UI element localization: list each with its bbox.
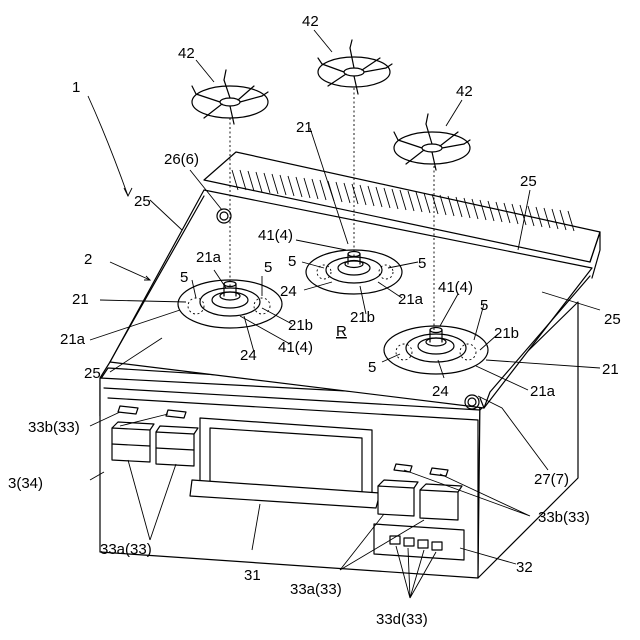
label-25-side: 25 [604, 311, 621, 328]
label-21a-center: 21a [398, 291, 424, 308]
label-21b-right: 21b [494, 325, 519, 342]
label-5-r1: 5 [480, 297, 488, 314]
label-33a-right: 33a(33) [290, 581, 342, 598]
label-21-left: 21 [72, 291, 89, 308]
label-21a-right: 21a [530, 383, 556, 400]
label-42-center: 42 [302, 13, 319, 30]
burner-right [384, 326, 488, 374]
label-31: 31 [244, 567, 261, 584]
burner-center [306, 250, 402, 294]
label-41-right: 41(4) [438, 279, 473, 296]
trivet-left [192, 70, 268, 124]
trivet-right [394, 114, 470, 170]
label-33b-left: 33b(33) [28, 419, 80, 436]
label-21-center: 21 [296, 119, 313, 136]
label-24-center: 24 [280, 283, 297, 300]
label-32: 32 [516, 559, 533, 576]
label-33d: 33d(33) [376, 611, 428, 628]
label-R: R [336, 323, 347, 340]
label-21-right: 21 [602, 361, 619, 378]
label-42-left: 42 [178, 45, 195, 62]
label-41-center: 41(4) [258, 227, 293, 244]
label-25-left: 25 [134, 193, 151, 210]
label-27: 27(7) [534, 471, 569, 488]
label-26: 26(6) [164, 151, 199, 168]
center-window [190, 418, 380, 508]
label-21b-center: 21b [350, 309, 375, 326]
label-21b-left: 21b [288, 317, 313, 334]
label-21a-left-top: 21a [196, 249, 222, 266]
label-5-l2: 5 [264, 259, 272, 276]
label-41-left: 41(4) [278, 339, 313, 356]
label-5-l1: 5 [180, 269, 188, 286]
label-3: 3(34) [8, 475, 43, 492]
label-1: 1 [72, 79, 80, 96]
label-42-right: 42 [456, 83, 473, 100]
label-24-right: 24 [432, 383, 449, 400]
label-24-left: 24 [240, 347, 257, 364]
label-5-c1: 5 [288, 253, 296, 270]
label-25-right: 25 [520, 173, 537, 190]
label-33b-right: 33b(33) [538, 509, 590, 526]
label-25-front: 25 [84, 365, 101, 382]
label-5-c2: 5 [418, 255, 426, 272]
label-21a-left: 21a [60, 331, 86, 348]
label-5-r2: 5 [368, 359, 376, 376]
label-2: 2 [84, 251, 92, 268]
label-33a-left: 33a(33) [100, 541, 152, 558]
